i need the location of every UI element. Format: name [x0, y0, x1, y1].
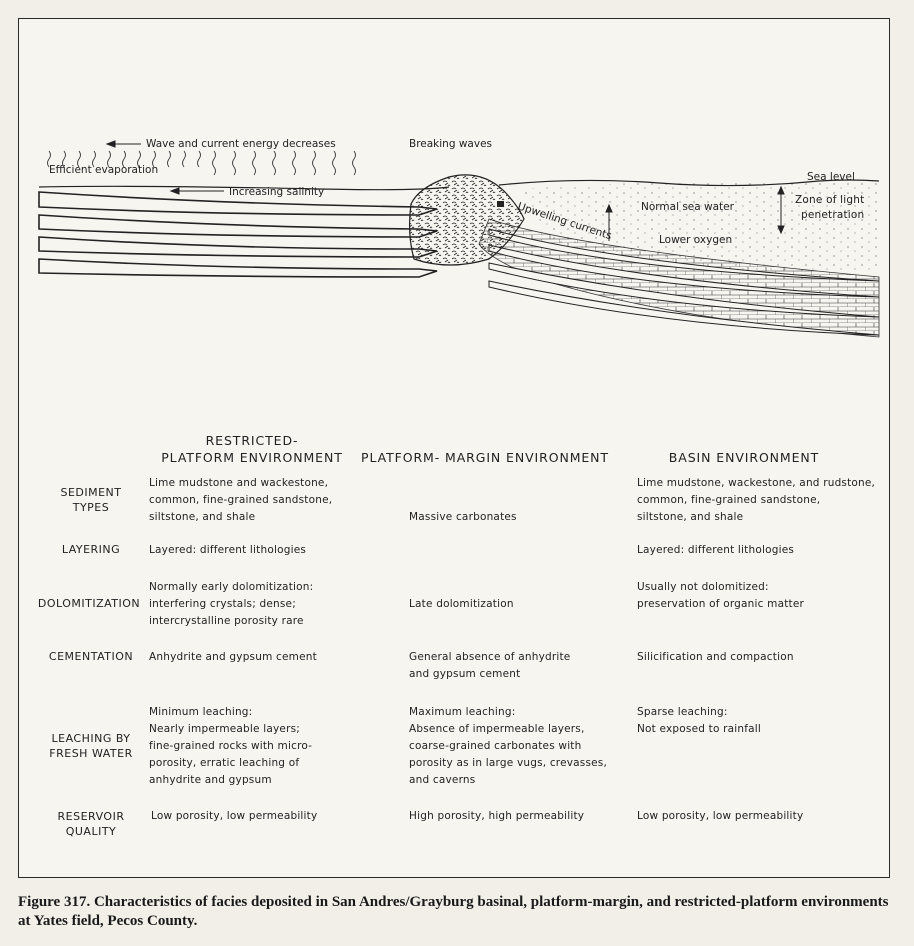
row-label-sediment-types: SEDIMENT TYPES: [60, 486, 122, 514]
row-label-dolomitization: DOLOMITIZATION: [37, 597, 141, 610]
salinity-arrow: [169, 187, 224, 195]
cell-sediment-basin: Lime mudstone, wackestone, and rudstone,…: [637, 477, 876, 523]
basin-tongues: [488, 228, 880, 336]
light-zone-arrow: [777, 185, 785, 235]
cell-dolomitization-margin: Late dolomitization: [409, 598, 514, 610]
evaporation-label: Efficient evaporation: [49, 164, 158, 176]
cell-dolomitization-basin: Usually not dolomitized: preservation of…: [637, 581, 805, 610]
cell-layering-restricted: Layered: different lithologies: [149, 544, 307, 556]
row-label-reservoir-quality: RESERVOIR QUALITY: [57, 810, 125, 838]
facies-cross-section: Wave and current energy decreases Effici…: [38, 138, 880, 338]
cell-sediment-restricted: Lime mudstone and wackestone, common, fi…: [149, 477, 333, 523]
cell-leaching-margin: Maximum leaching: Absence of impermeable…: [409, 706, 608, 786]
figure-frame: Wave and current energy decreases Effici…: [18, 18, 890, 878]
column-header-basin: BASIN ENVIRONMENT: [668, 450, 820, 465]
cell-leaching-restricted: Minimum leaching: Nearly impermeable lay…: [149, 706, 313, 786]
cell-cementation-restricted: Anhydrite and gypsum cement: [149, 651, 317, 663]
cell-reservoir-basin: Low porosity, low permeability: [637, 810, 804, 822]
reef-crest-marker: [497, 201, 504, 207]
column-header-platform-margin: PLATFORM- MARGIN ENVIRONMENT: [361, 450, 609, 465]
lower-oxygen-label: Lower oxygen: [659, 234, 732, 246]
wave-energy-arrow: [105, 140, 141, 148]
upwelling-arrow: [605, 203, 613, 241]
reef-mound: [408, 174, 525, 266]
cell-leaching-basin: Sparse leaching: Not exposed to rainfall: [637, 706, 762, 735]
cell-cementation-basin: Silicification and compaction: [637, 651, 794, 663]
salinity-label: Increasing salinity: [229, 186, 324, 198]
cell-layering-basin: Layered: different lithologies: [637, 544, 795, 556]
cell-reservoir-margin: High porosity, high permeability: [409, 810, 585, 822]
row-label-layering: LAYERING: [61, 543, 121, 556]
evaporation-marks: [47, 150, 356, 176]
cell-reservoir-restricted: Low porosity, low permeability: [151, 810, 318, 822]
sea-level-label: Sea level: [807, 171, 855, 183]
sea-level-line: [38, 179, 880, 191]
normal-sea-water-label: Normal sea water: [641, 201, 735, 213]
breaking-waves-label: Breaking waves: [409, 138, 492, 150]
cell-sediment-margin: Massive carbonates: [409, 511, 517, 523]
cell-dolomitization-restricted: Normally early dolomitization: interferi…: [149, 581, 314, 627]
cell-cementation-margin: General absence of anhydrite and gypsum …: [409, 651, 571, 680]
platform-layers: [38, 191, 438, 278]
light-zone-label: Zone of light penetration: [795, 194, 865, 221]
figure-caption: Figure 317. Characteristics of facies de…: [18, 894, 889, 929]
column-header-restricted-platform: RESTRICTED- PLATFORM ENVIRONMENT: [161, 433, 343, 465]
row-label-leaching: LEACHING BY FRESH WATER: [49, 732, 133, 760]
row-label-cementation: CEMENTATION: [48, 650, 134, 663]
wave-energy-label: Wave and current energy decreases: [146, 138, 336, 150]
